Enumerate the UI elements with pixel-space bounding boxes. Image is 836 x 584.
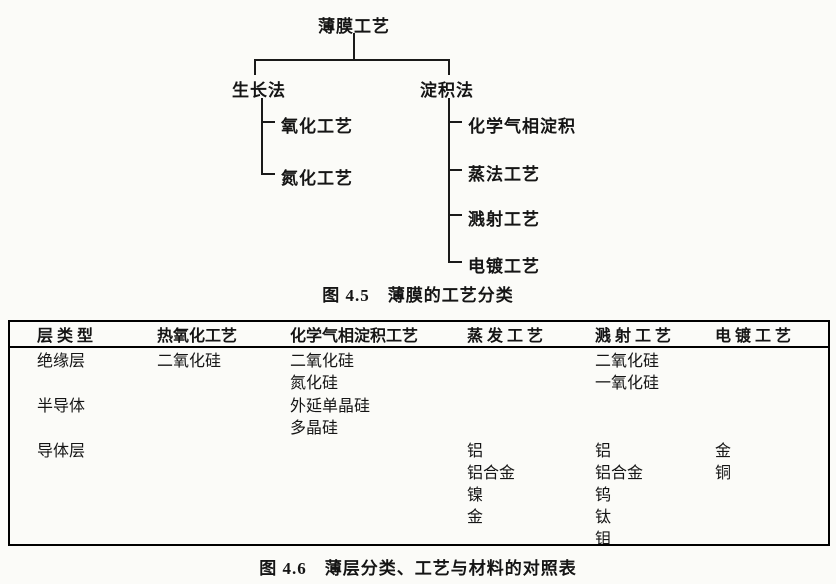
table-cell-line: 金 <box>715 443 732 460</box>
header-layer-type: 层 类 型 <box>37 328 94 345</box>
table-cell-line: 一氧化硅 <box>595 375 660 392</box>
table-cell-line: 金 <box>467 509 484 526</box>
table-cell: 二氧化硅 一氧化硅 <box>588 351 708 396</box>
table-row-conductor: 导体层 铝 铝合金 镍 金 铝 铝合金 钨 钛 钼 金 <box>10 441 828 546</box>
header-thermal-oxidation: 热氧化工艺 <box>157 328 238 345</box>
table-cell: 铝 铝合金 镍 金 <box>460 441 588 544</box>
figure-4-6-caption: 图 4.6 薄层分类、工艺与材料的对照表 <box>259 559 577 578</box>
tree-connector-line <box>448 59 450 75</box>
table-cell-line: 氮化硅 <box>290 375 339 392</box>
header-sputtering: 溅 射 工 艺 <box>595 328 672 345</box>
tree-connector-line <box>254 59 450 61</box>
table-cell <box>150 396 283 441</box>
table-cell-line: 镍 <box>467 487 484 504</box>
tree-node-electroplating-label: 电镀工艺 <box>468 257 540 276</box>
tree-root-label: 薄膜工艺 <box>318 17 390 36</box>
tree-node-oxidation-label: 氧化工艺 <box>281 117 353 136</box>
table-body: 绝缘层 二氧化硅 二氧化硅 氮化硅 二氧化硅 一氧化硅 半导体 <box>10 348 828 546</box>
table-cell: 半导体 <box>10 396 150 441</box>
header-cvd: 化学气相淀积工艺 <box>290 328 419 345</box>
tree-connector-line <box>448 98 450 263</box>
tree-connector-line <box>353 33 355 60</box>
tree-node-evaporation-label: 蒸法工艺 <box>468 165 540 184</box>
table-cell-line: 外延单晶硅 <box>290 398 371 415</box>
table-cell <box>150 441 283 544</box>
table-cell <box>283 441 460 544</box>
table-header-row: 层 类 型 热氧化工艺 化学气相淀积工艺 蒸 发 工 艺 溅 射 工 艺 电 镀… <box>10 322 828 348</box>
tree-connector-line <box>450 169 462 171</box>
table-row-insulator: 绝缘层 二氧化硅 二氧化硅 氮化硅 二氧化硅 一氧化硅 <box>10 351 828 396</box>
tree-node-sputtering-label: 溅射工艺 <box>468 210 540 229</box>
table-cell-line: 二氧化硅 <box>157 353 222 370</box>
table-cell <box>708 396 828 441</box>
header-electroplating: 电 镀 工 艺 <box>715 328 792 345</box>
tree-connector-line <box>254 59 256 75</box>
table-cell: 二氧化硅 <box>150 351 283 396</box>
table-cell-line: 铝合金 <box>595 465 644 482</box>
table-cell: 外延单晶硅 多晶硅 <box>283 396 460 441</box>
table-cell <box>708 351 828 396</box>
table-cell-line: 铝合金 <box>467 465 516 482</box>
table-cell-line: 钛 <box>595 509 612 526</box>
table-cell-line: 二氧化硅 <box>290 353 355 370</box>
tree-branch-deposition-label: 淀积法 <box>420 81 474 100</box>
process-materials-table: 层 类 型 热氧化工艺 化学气相淀积工艺 蒸 发 工 艺 溅 射 工 艺 电 镀… <box>8 320 830 546</box>
table-cell: 绝缘层 <box>10 351 150 396</box>
table-cell-line: 二氧化硅 <box>595 353 660 370</box>
table-cell-line: 钼 <box>595 531 612 546</box>
table-cell-line: 钨 <box>595 487 612 504</box>
table-cell: 铝 铝合金 钨 钛 钼 <box>588 441 708 546</box>
tree-connector-line <box>450 121 462 123</box>
tree-connector-line <box>263 173 275 175</box>
table-cell: 二氧化硅 氮化硅 <box>283 351 460 396</box>
table-cell <box>460 396 588 441</box>
table-cell-line: 铝 <box>595 443 612 460</box>
tree-connector-line <box>450 261 462 263</box>
table-cell-line: 半导体 <box>37 398 86 415</box>
table-cell: 金 铜 <box>708 441 828 544</box>
table-cell <box>460 351 588 396</box>
tree-connector-line <box>450 214 462 216</box>
table-cell-line: 多晶硅 <box>290 420 339 437</box>
table-cell-line: 铜 <box>715 465 732 482</box>
header-evaporation: 蒸 发 工 艺 <box>467 328 544 345</box>
tree-connector-line <box>261 98 263 175</box>
table-cell-line: 导体层 <box>37 443 86 460</box>
table-cell-line: 铝 <box>467 443 484 460</box>
tree-connector-line <box>263 121 275 123</box>
tree-node-cvd-label: 化学气相淀积 <box>468 117 576 136</box>
figure-4-5-caption: 图 4.5 薄膜的工艺分类 <box>322 286 514 305</box>
table-cell-line: 绝缘层 <box>37 353 86 370</box>
table-cell: 导体层 <box>10 441 150 544</box>
table-cell <box>588 396 708 441</box>
tree-branch-growth-label: 生长法 <box>232 81 286 100</box>
table-row-semiconductor: 半导体 外延单晶硅 多晶硅 <box>10 396 828 441</box>
tree-node-nitridation-label: 氮化工艺 <box>281 169 353 188</box>
